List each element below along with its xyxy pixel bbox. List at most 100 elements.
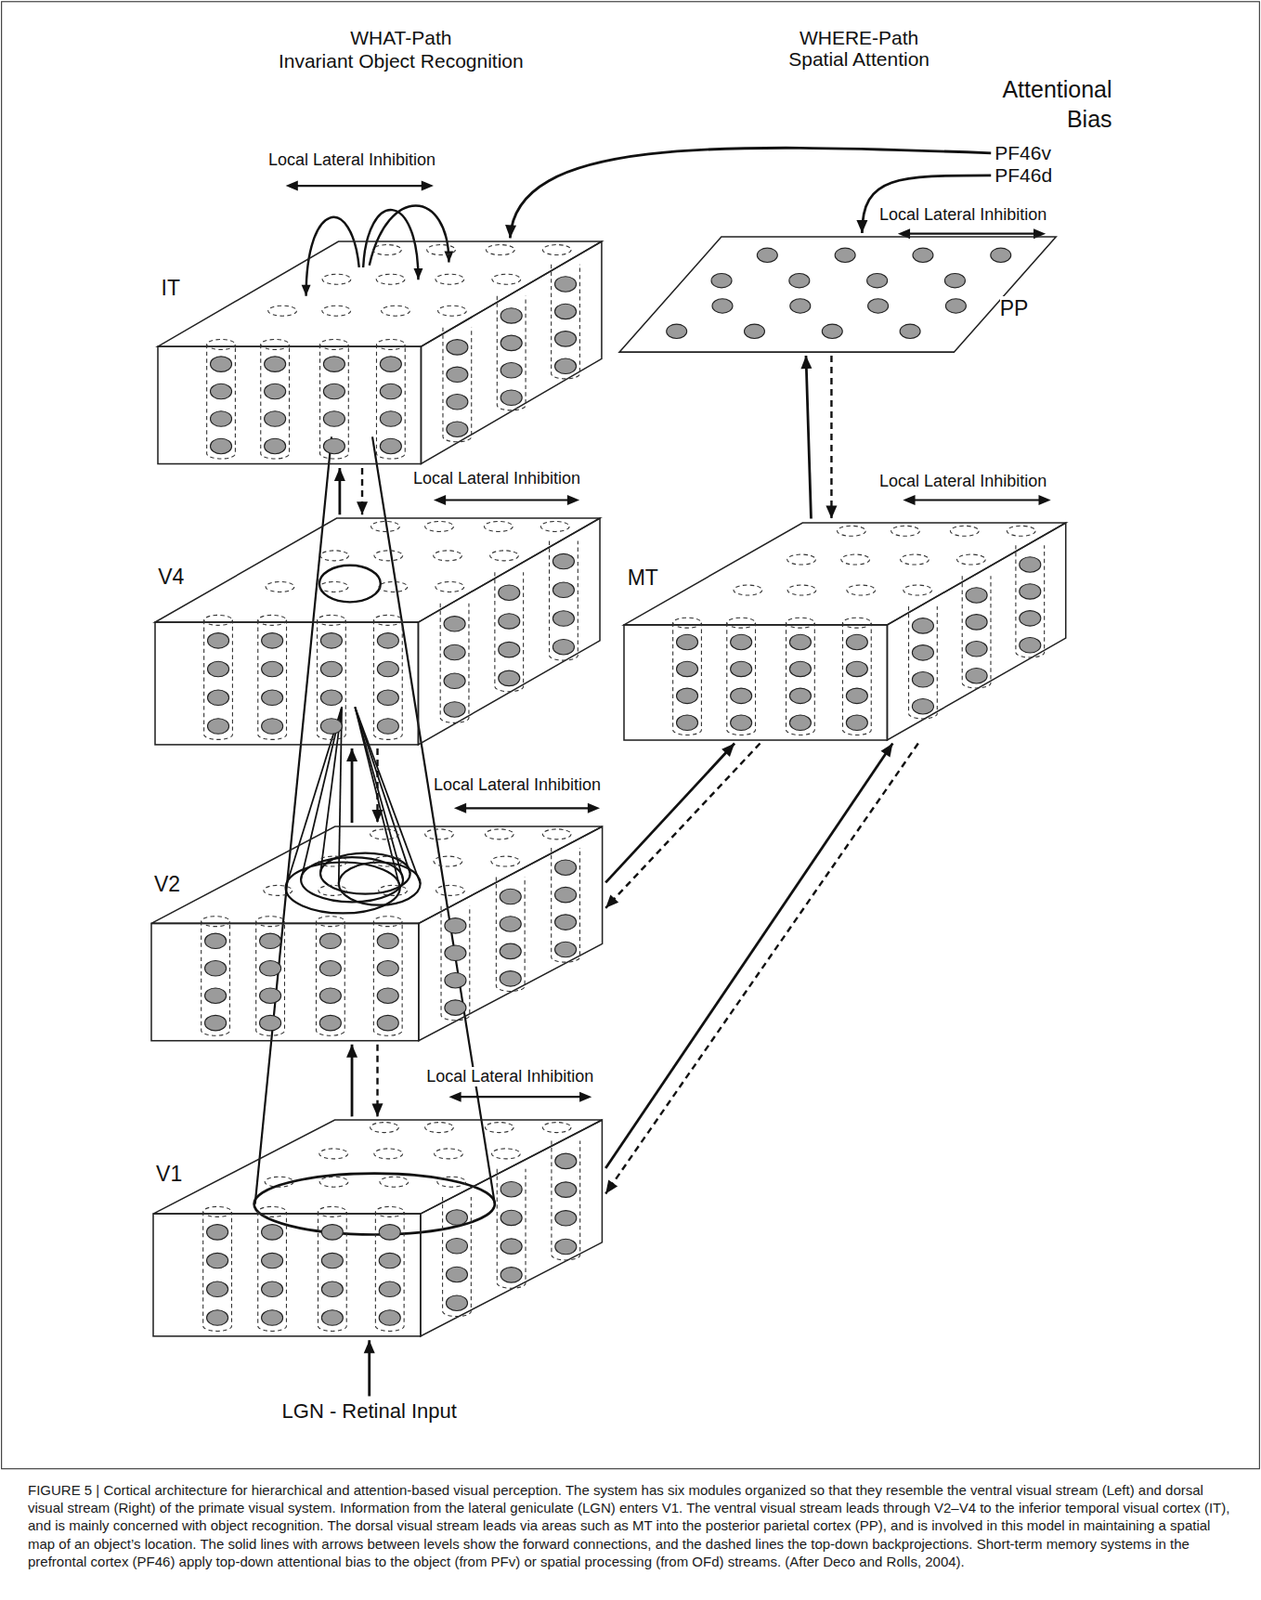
neuron-column-top xyxy=(424,829,454,840)
neuron-column-top xyxy=(903,585,933,596)
neuron-column-top xyxy=(424,1122,454,1133)
neuron-column xyxy=(673,622,702,735)
neuron-column xyxy=(207,344,236,459)
neuron-column-top xyxy=(374,1148,403,1159)
inhibition-label: Local Lateral Inhibition xyxy=(268,150,436,170)
backprojection-line xyxy=(605,743,919,1195)
neuron-dot xyxy=(260,1281,283,1297)
neuron-dot xyxy=(264,356,286,372)
area-label: V1 xyxy=(156,1161,182,1186)
neuron-dot xyxy=(730,688,753,703)
neuron-column-top xyxy=(490,550,520,561)
neuron-column xyxy=(200,921,230,1036)
arrowhead xyxy=(1038,494,1051,506)
slab-side-face xyxy=(417,518,600,745)
neuron-dot xyxy=(443,972,466,988)
slab-top-face xyxy=(151,826,603,923)
neuron-dot xyxy=(319,960,341,975)
neuron-dot xyxy=(500,308,522,324)
neuron-column-top xyxy=(542,1122,572,1133)
neuron-dot xyxy=(711,273,732,287)
neuron-column-top xyxy=(491,856,520,867)
neuron-column-top xyxy=(265,582,295,593)
connector xyxy=(605,743,735,884)
neuron-column-top xyxy=(727,617,756,628)
connector xyxy=(346,1044,358,1118)
arrowhead xyxy=(505,224,517,238)
forward-connection-line xyxy=(605,743,893,1169)
neuron-column xyxy=(494,572,524,692)
arrowhead xyxy=(881,743,894,758)
neuron-dot xyxy=(500,1238,522,1254)
neuron-dot xyxy=(380,411,403,427)
node-text: PF46v xyxy=(994,142,1052,165)
inhibition-label: Local Lateral Inhibition xyxy=(433,775,601,795)
neuron-column-top xyxy=(378,582,408,593)
neuron-dot xyxy=(264,384,286,400)
neuron-dot xyxy=(264,411,286,427)
receptive-field-cone xyxy=(354,707,410,874)
neuron-dot xyxy=(445,1267,468,1283)
neuron-column xyxy=(204,620,234,741)
figure-frame xyxy=(1,1,1261,1469)
arrowhead xyxy=(856,220,868,234)
neuron-column-top xyxy=(322,274,351,286)
neuron-dot xyxy=(207,689,229,705)
neuron-column-top xyxy=(319,1148,349,1159)
neuron-column xyxy=(317,1211,347,1332)
slab-drawing xyxy=(153,1119,602,1337)
neuron-dot xyxy=(210,384,233,400)
neuron-column-top xyxy=(837,525,867,536)
neuron-dot xyxy=(259,933,281,949)
neuron-dot xyxy=(846,661,869,676)
stream-heading: WHERE-Path xyxy=(799,26,919,50)
neuron-dot xyxy=(319,1014,341,1030)
inhibition-label: Local Lateral Inhibition xyxy=(413,468,581,489)
connector xyxy=(605,743,893,1169)
cortical-area-slab: V1 xyxy=(153,1119,602,1337)
neuron-dot xyxy=(206,1281,228,1297)
inhibition-double-arrow xyxy=(909,498,1045,501)
neuron-dot xyxy=(821,324,843,338)
neuron-dot xyxy=(259,1014,281,1030)
neuron-column xyxy=(258,1211,287,1332)
neuron-dot xyxy=(867,273,888,287)
neuron-dot xyxy=(321,1224,343,1240)
neuron-column-top xyxy=(484,1122,514,1133)
neuron-column-top xyxy=(841,554,871,565)
neuron-column-top xyxy=(318,884,348,896)
neuron-dot xyxy=(321,1281,343,1297)
slab-side-face xyxy=(420,1119,603,1337)
neuron-column-top xyxy=(957,554,987,565)
neuron-column-top xyxy=(373,615,403,626)
cortical-area-slab: V4 xyxy=(155,518,600,745)
neuron-dot xyxy=(324,384,346,400)
neuron-column-top xyxy=(264,1177,294,1188)
neuron-dot xyxy=(676,715,699,730)
neuron-column-top xyxy=(484,829,514,840)
neuron-column-top xyxy=(483,521,513,533)
neuron-dot xyxy=(555,1210,577,1226)
connector xyxy=(505,147,991,238)
inhibition-label: Local Lateral Inhibition xyxy=(879,205,1047,225)
neuron-dot xyxy=(377,960,399,975)
neuron-dot xyxy=(207,633,229,649)
neuron-dot xyxy=(500,1182,522,1197)
neuron-dot xyxy=(204,988,226,1003)
forward-connection-line xyxy=(605,743,735,884)
inhibition-double-arrow xyxy=(455,1095,586,1098)
slab-top-face xyxy=(624,522,1066,625)
neuron-dot xyxy=(377,1014,399,1030)
neuron-column xyxy=(375,1211,404,1332)
neuron-column-top xyxy=(433,1148,463,1159)
neuron-column xyxy=(320,344,350,459)
neuron-dot xyxy=(261,633,284,649)
neuron-column-top xyxy=(435,582,465,593)
neuron-dot xyxy=(210,411,233,427)
neuron-dot xyxy=(912,247,934,262)
node-text: LGN - Retinal Input xyxy=(282,1399,457,1423)
arrowhead xyxy=(443,250,454,262)
area-label: IT xyxy=(161,275,181,300)
neuron-dot xyxy=(912,671,935,687)
